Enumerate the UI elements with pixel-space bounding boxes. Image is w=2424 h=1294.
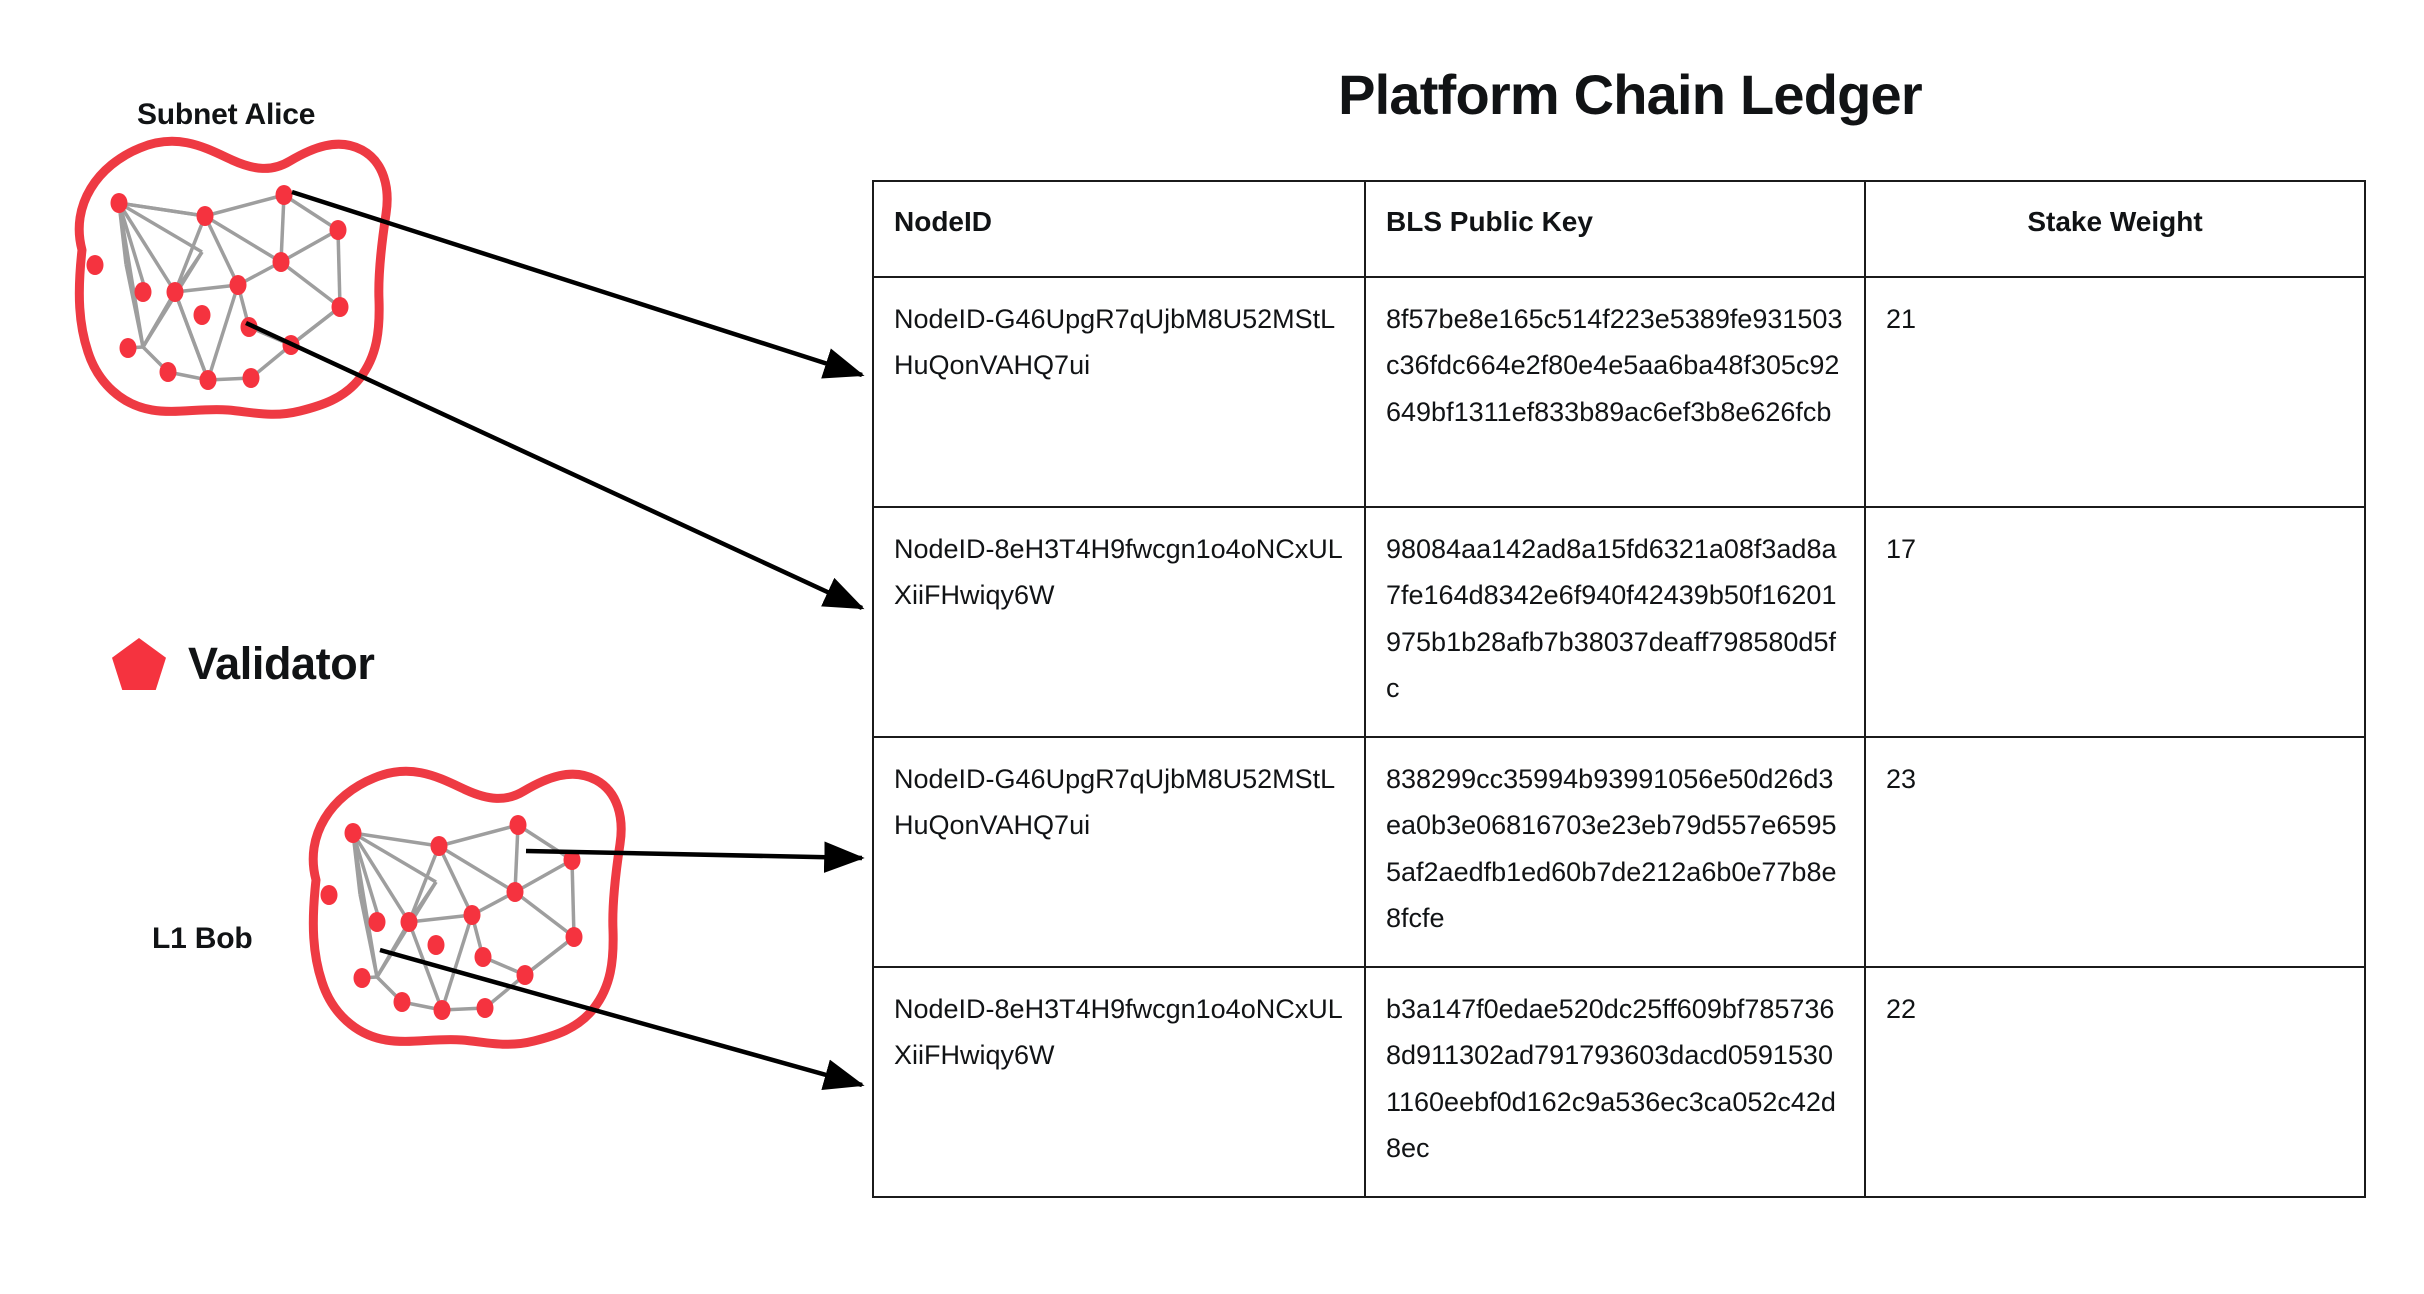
cell-nodeid: NodeID-G46UpgR7qUjbM8U52MStLHuQonVAHQ7ui: [872, 276, 1366, 508]
cell-stake-weight: 22: [1864, 966, 2366, 1198]
subnet-alice-nodes: [86, 185, 349, 390]
cell-bls-public-key: b3a147f0edae520dc25ff609bf7857368d911302…: [1364, 966, 1866, 1198]
table-header-row: NodeID BLS Public Key Stake Weight: [872, 180, 2366, 278]
cell-nodeid: NodeID-8eH3T4H9fwcgn1o4oNCxULXiiFHwiqy6W: [872, 506, 1366, 738]
column-header-bls-public-key: BLS Public Key: [1364, 180, 1866, 278]
subnet-alice-blob-outline: [74, 136, 392, 419]
pentagon-icon: [112, 638, 166, 690]
l1-bob-edges: [351, 823, 576, 1012]
column-header-nodeid: NodeID: [872, 180, 1366, 278]
cell-bls-public-key: 8f57be8e165c514f223e5389fe931503c36fdc66…: [1364, 276, 1866, 508]
arrow-bob-to-row4: [379, 947, 865, 1090]
cell-nodeid: NodeID-G46UpgR7qUjbM8U52MStLHuQonVAHQ7ui: [872, 736, 1366, 968]
arrow-bob-to-row3: [525, 841, 865, 873]
column-header-stake-weight: Stake Weight: [1864, 180, 2366, 278]
page-title: Platform Chain Ledger: [1338, 63, 1923, 126]
cell-stake-weight: 23: [1864, 736, 2366, 968]
cell-bls-public-key: 838299cc35994b93991056e50d26d3ea0b3e0681…: [1364, 736, 1866, 968]
subnet-alice-group: [74, 136, 392, 419]
cell-bls-public-key: 98084aa142ad8a15fd6321a08f3ad8a7fe164d83…: [1364, 506, 1866, 738]
legend-label: Validator: [188, 638, 375, 689]
cell-stake-weight: 17: [1864, 506, 2366, 738]
subnet-alice-edges: [117, 193, 342, 382]
l1-bob-group: [308, 766, 626, 1049]
table-row: NodeID-G46UpgR7qUjbM8U52MStLHuQonVAHQ7ui…: [872, 736, 2366, 968]
cell-stake-weight: 21: [1864, 276, 2366, 508]
l1-bob-label: L1 Bob: [152, 922, 253, 955]
subnet-alice-label: Subnet Alice: [137, 98, 316, 131]
table-row: NodeID-8eH3T4H9fwcgn1o4oNCxULXiiFHwiqy6W…: [872, 506, 2366, 738]
table-row: NodeID-8eH3T4H9fwcgn1o4oNCxULXiiFHwiqy6W…: [872, 966, 2366, 1198]
l1-bob-nodes: [320, 815, 583, 1020]
platform-chain-ledger-table: NodeID BLS Public Key Stake Weight NodeI…: [872, 180, 2366, 1198]
arrow-alice-to-row1: [291, 189, 865, 379]
l1-bob-blob-outline: [308, 766, 626, 1049]
legend: Validator: [112, 638, 375, 690]
table-row: NodeID-G46UpgR7qUjbM8U52MStLHuQonVAHQ7ui…: [872, 276, 2366, 508]
arrow-alice-to-row2: [245, 320, 865, 611]
cell-nodeid: NodeID-8eH3T4H9fwcgn1o4oNCxULXiiFHwiqy6W: [872, 966, 1366, 1198]
